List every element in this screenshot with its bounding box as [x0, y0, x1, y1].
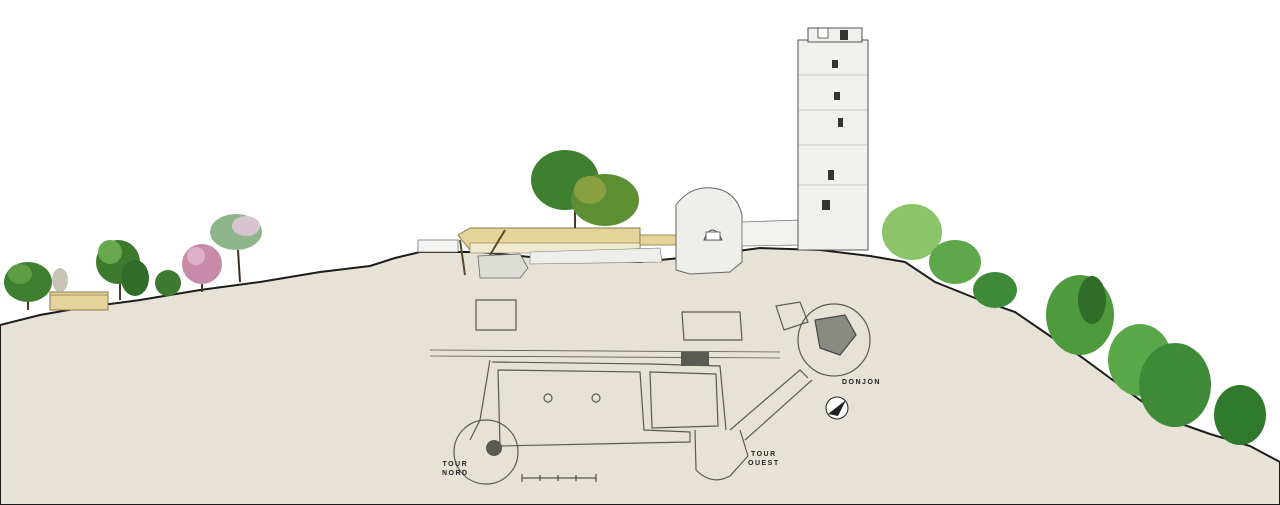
- annex-building: [49, 291, 109, 311]
- label-tour-nord-line2: NORD: [442, 470, 469, 477]
- castle-plan: [429, 299, 871, 485]
- castle-walls: [417, 227, 677, 279]
- label-donjon: DONJON: [842, 379, 881, 386]
- scale-bar-icon: [521, 474, 597, 482]
- trees-right: [882, 204, 1266, 445]
- north-arrow-icon: [825, 396, 849, 420]
- label-tour-ouest-line2: OUEST: [748, 460, 780, 467]
- gate-ruin: [675, 187, 801, 275]
- keep-tower: [797, 27, 869, 251]
- label-tour-nord-line1: TOUR: [442, 461, 469, 468]
- label-tour-nord: TOUR NORD: [442, 460, 469, 478]
- label-tour-ouest-line1: TOUR: [750, 451, 777, 458]
- tree-center: [531, 150, 639, 228]
- trees-left: [4, 214, 262, 310]
- label-tour-ouest: TOUR OUEST: [748, 450, 780, 468]
